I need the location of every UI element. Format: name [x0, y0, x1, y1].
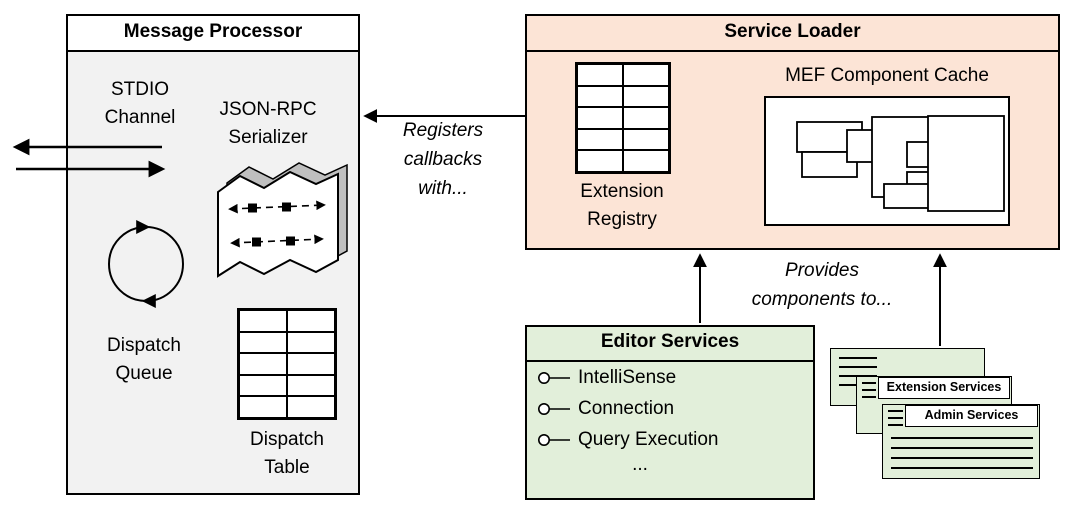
text-line [891, 457, 1033, 459]
jsonrpc-serializer-label: JSON-RPC Serializer [219, 99, 317, 148]
text-line [839, 366, 877, 368]
editor-service-item: Connection [527, 393, 813, 424]
table-cell [577, 85, 623, 108]
editor-service-item: IntelliSense [527, 362, 813, 393]
text-line [862, 382, 876, 384]
text-line [888, 424, 903, 426]
table-cell [577, 64, 623, 86]
provides-components-annotation: Provides components to... [751, 260, 893, 310]
admin-services-title: Admin Services [905, 405, 1038, 427]
text-line [862, 389, 876, 391]
table-cell [577, 128, 623, 151]
extension-registry-grid [575, 62, 671, 174]
table-cell [577, 150, 623, 172]
table-cell [239, 374, 287, 397]
table-cell [287, 331, 335, 354]
stdio-channel-label: STDIO Channel [104, 79, 176, 128]
extension-registry-label: Extension Registry [580, 181, 664, 230]
mef-cache-box [764, 96, 1010, 226]
editor-services-title: Editor Services [527, 327, 813, 362]
table-cell [287, 310, 335, 332]
editor-services-list: IntelliSense Connection Query Execution [527, 362, 813, 455]
editor-service-item: Query Execution [527, 424, 813, 455]
text-line [891, 437, 1033, 439]
message-processor-title: Message Processor [68, 16, 358, 52]
dispatch-table-grid [237, 308, 337, 420]
table-cell [623, 128, 669, 151]
table-cell [623, 85, 669, 108]
text-line [888, 410, 903, 412]
table-cell [623, 107, 669, 129]
editor-services-box: Editor Services [525, 325, 815, 500]
editor-service-label: Connection [578, 397, 675, 419]
dispatch-queue-cycle-icon [108, 220, 184, 308]
service-loader-title: Service Loader [527, 16, 1058, 52]
mef-components-icon [796, 115, 1005, 212]
table-cell [239, 353, 287, 375]
table-cell [287, 353, 335, 375]
table-cell [239, 396, 287, 418]
editor-services-more: ... [632, 454, 648, 475]
text-line [888, 417, 903, 419]
extension-services-title: Extension Services [878, 377, 1010, 399]
interface-lollipop-icon [538, 433, 570, 446]
text-line [839, 357, 877, 359]
text-line [862, 396, 876, 398]
editor-service-label: IntelliSense [578, 366, 677, 388]
table-cell [577, 107, 623, 129]
dispatch-table-label: Dispatch Table [250, 429, 324, 478]
table-cell [623, 64, 669, 86]
registers-callbacks-annotation: Registers callbacks with... [402, 120, 484, 199]
interface-lollipop-icon [538, 402, 570, 415]
table-cell [623, 150, 669, 172]
interface-lollipop-icon [538, 371, 570, 384]
table-cell [287, 396, 335, 418]
table-cell [239, 310, 287, 332]
editor-service-label: Query Execution [578, 428, 719, 450]
mef-cache-label: MEF Component Cache [785, 65, 989, 86]
service-card-admin: Admin Services [882, 404, 1040, 479]
table-cell [239, 331, 287, 354]
table-cell [287, 374, 335, 397]
text-line [891, 447, 1033, 449]
dispatch-queue-label: Dispatch Queue [107, 335, 181, 384]
text-line [891, 467, 1033, 469]
serializer-icon [217, 162, 348, 278]
